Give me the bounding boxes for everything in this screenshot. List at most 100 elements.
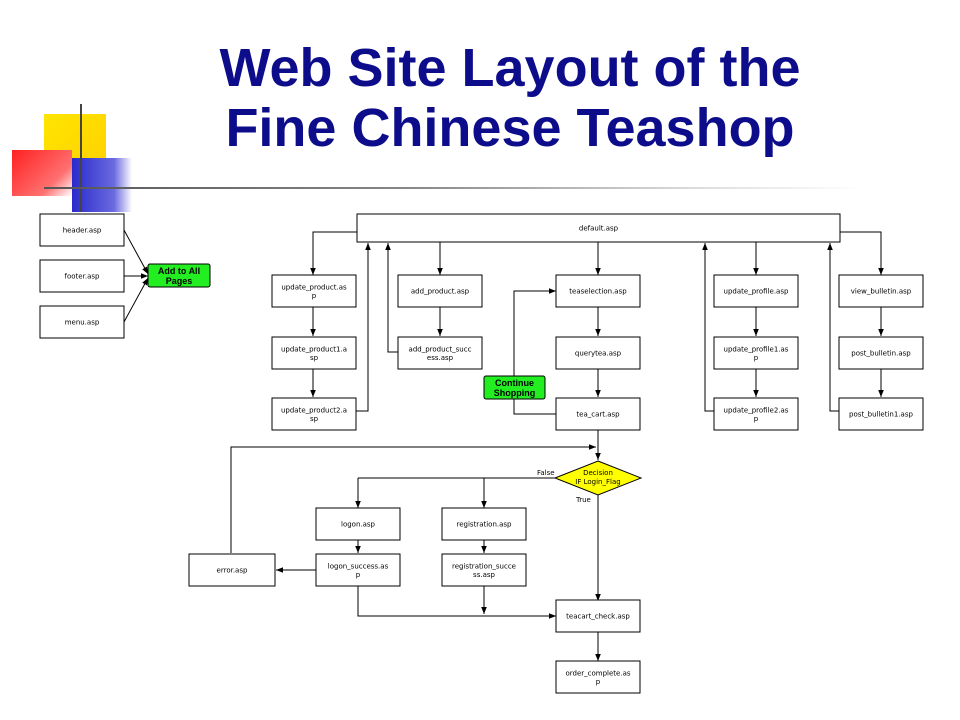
node-update-profile: update_profile.asp <box>713 274 799 308</box>
node-box <box>188 553 276 587</box>
callout-add-to-all-pages: Add to All Pages <box>147 263 211 288</box>
node-box <box>838 397 924 431</box>
node-label-line: update_profile2.as <box>724 406 789 414</box>
node-label-line: querytea.asp <box>575 350 622 358</box>
node-label-line: p <box>596 678 601 686</box>
node-default: default.asp <box>356 213 841 243</box>
deco-vertical-line <box>80 104 82 212</box>
node-label-line: add_product.asp <box>411 288 470 296</box>
node-box <box>555 397 641 431</box>
nodes: header.asp footer.asp menu.asp default.asp u… <box>39 213 924 694</box>
title-line-1: Web Site Layout of the <box>219 38 801 98</box>
node-view-bulletin: view_bulletin.asp <box>838 274 924 308</box>
node-box <box>39 305 125 339</box>
node-box <box>838 274 924 308</box>
node-box <box>555 660 641 694</box>
decision-line-2: IF Login_Flag <box>575 478 620 486</box>
node-label-line: update_profile1.as <box>724 345 789 353</box>
node-label-line: footer.asp <box>65 273 100 281</box>
decision-line-1: Decision <box>583 469 613 477</box>
node-box <box>555 599 641 633</box>
edge-menu-addall <box>123 277 149 323</box>
node-label-line: default.asp <box>579 225 619 233</box>
node-update-product1: update_product1.asp <box>271 336 357 370</box>
node-label-line: menu.asp <box>65 319 100 327</box>
node-label-line: p <box>312 292 317 300</box>
edge-post-bulletin1-default <box>827 243 839 412</box>
node-label-line: header.asp <box>63 227 102 235</box>
node-label-line: post_bulletin1.asp <box>849 411 913 419</box>
callout-continue-shopping: Continue Shopping <box>483 375 546 400</box>
node-menu: menu.asp <box>39 305 125 339</box>
node-tea-cart: tea_cart.asp <box>555 397 641 431</box>
node-box <box>713 336 799 370</box>
node-label-line: registration_succe <box>452 562 516 570</box>
node-add-product-success: add_product_success.asp <box>397 336 483 370</box>
node-post-bulletin: post_bulletin.asp <box>838 336 924 370</box>
node-logon-success: logon_success.asp <box>315 553 401 587</box>
node-label-line: ss.asp <box>473 571 495 579</box>
node-label-line: error.asp <box>217 567 248 575</box>
node-label-line: update_product1.a <box>281 345 347 353</box>
node-label-line: p <box>356 571 361 579</box>
node-header: header.asp <box>39 213 125 247</box>
edge-logon-success-teacart <box>357 586 556 619</box>
node-box <box>441 553 527 587</box>
edge-error-back-to-decision <box>230 444 596 553</box>
node-querytea: querytea.asp <box>555 336 641 370</box>
node-update-profile1: update_profile1.asp <box>713 336 799 370</box>
node-box <box>555 274 641 308</box>
node-label-line: post_bulletin.asp <box>851 350 911 358</box>
edge-default-view-bulletin <box>840 231 884 275</box>
node-box <box>397 274 483 308</box>
callout-continue-line-2: Shopping <box>494 388 536 398</box>
node-footer: footer.asp <box>39 259 125 293</box>
slide-title: Web Site Layout of the Fine Chinese Teas… <box>100 38 920 158</box>
node-label-line: update_profile.asp <box>724 288 789 296</box>
node-registration-success: registration_success.asp <box>441 553 527 587</box>
edge-cart-teaselection-loop <box>513 288 556 415</box>
node-box <box>39 259 125 293</box>
node-label-line: p <box>754 354 759 362</box>
title-line-2: Fine Chinese Teashop <box>225 98 795 158</box>
node-box <box>441 507 527 541</box>
node-box <box>397 336 483 370</box>
node-label-line: ess.asp <box>427 354 454 362</box>
decision-diamond <box>553 460 643 496</box>
node-label-line: teacart_check.asp <box>566 613 630 621</box>
node-box <box>315 507 401 541</box>
node-label-line: update_product.as <box>281 283 347 291</box>
node-order-complete: order_complete.asp <box>555 660 641 694</box>
node-label-line: tea_cart.asp <box>576 411 620 419</box>
node-box <box>356 213 841 243</box>
title-underline <box>44 187 864 189</box>
decision-login-flag: Decision IF Login_Flag False True <box>537 460 643 504</box>
decision-true-label: True <box>575 496 591 504</box>
node-box <box>39 213 125 247</box>
node-box <box>315 553 401 587</box>
node-box <box>271 336 357 370</box>
node-label-line: order_complete.as <box>565 669 630 677</box>
node-teaselection: teaselection.asp <box>555 274 641 308</box>
decision-false-label: False <box>537 469 555 477</box>
node-label-line: sp <box>310 415 319 423</box>
edge-update-profile2-default <box>702 243 714 412</box>
edge-add-product-success-default <box>385 243 398 353</box>
callout-continue-line-1: Continue <box>495 378 534 388</box>
callout-add-to-all-line-1: Add to All <box>158 266 200 276</box>
node-label-line: logon.asp <box>341 521 376 529</box>
callout-add-to-all-line-2: Pages <box>166 276 193 286</box>
node-box <box>713 397 799 431</box>
node-error: error.asp <box>188 553 276 587</box>
node-label-line: logon_success.as <box>328 562 389 570</box>
node-box <box>555 336 641 370</box>
node-label-line: registration.asp <box>457 521 513 529</box>
node-label-line: p <box>754 415 759 423</box>
node-label-line: add_product_succ <box>409 345 472 353</box>
node-update-product: update_product.asp <box>271 274 357 308</box>
node-box <box>838 336 924 370</box>
node-post-bulletin1: post_bulletin1.asp <box>838 397 924 431</box>
deco-blue-square <box>72 158 132 212</box>
edge-header-addall <box>123 229 149 275</box>
